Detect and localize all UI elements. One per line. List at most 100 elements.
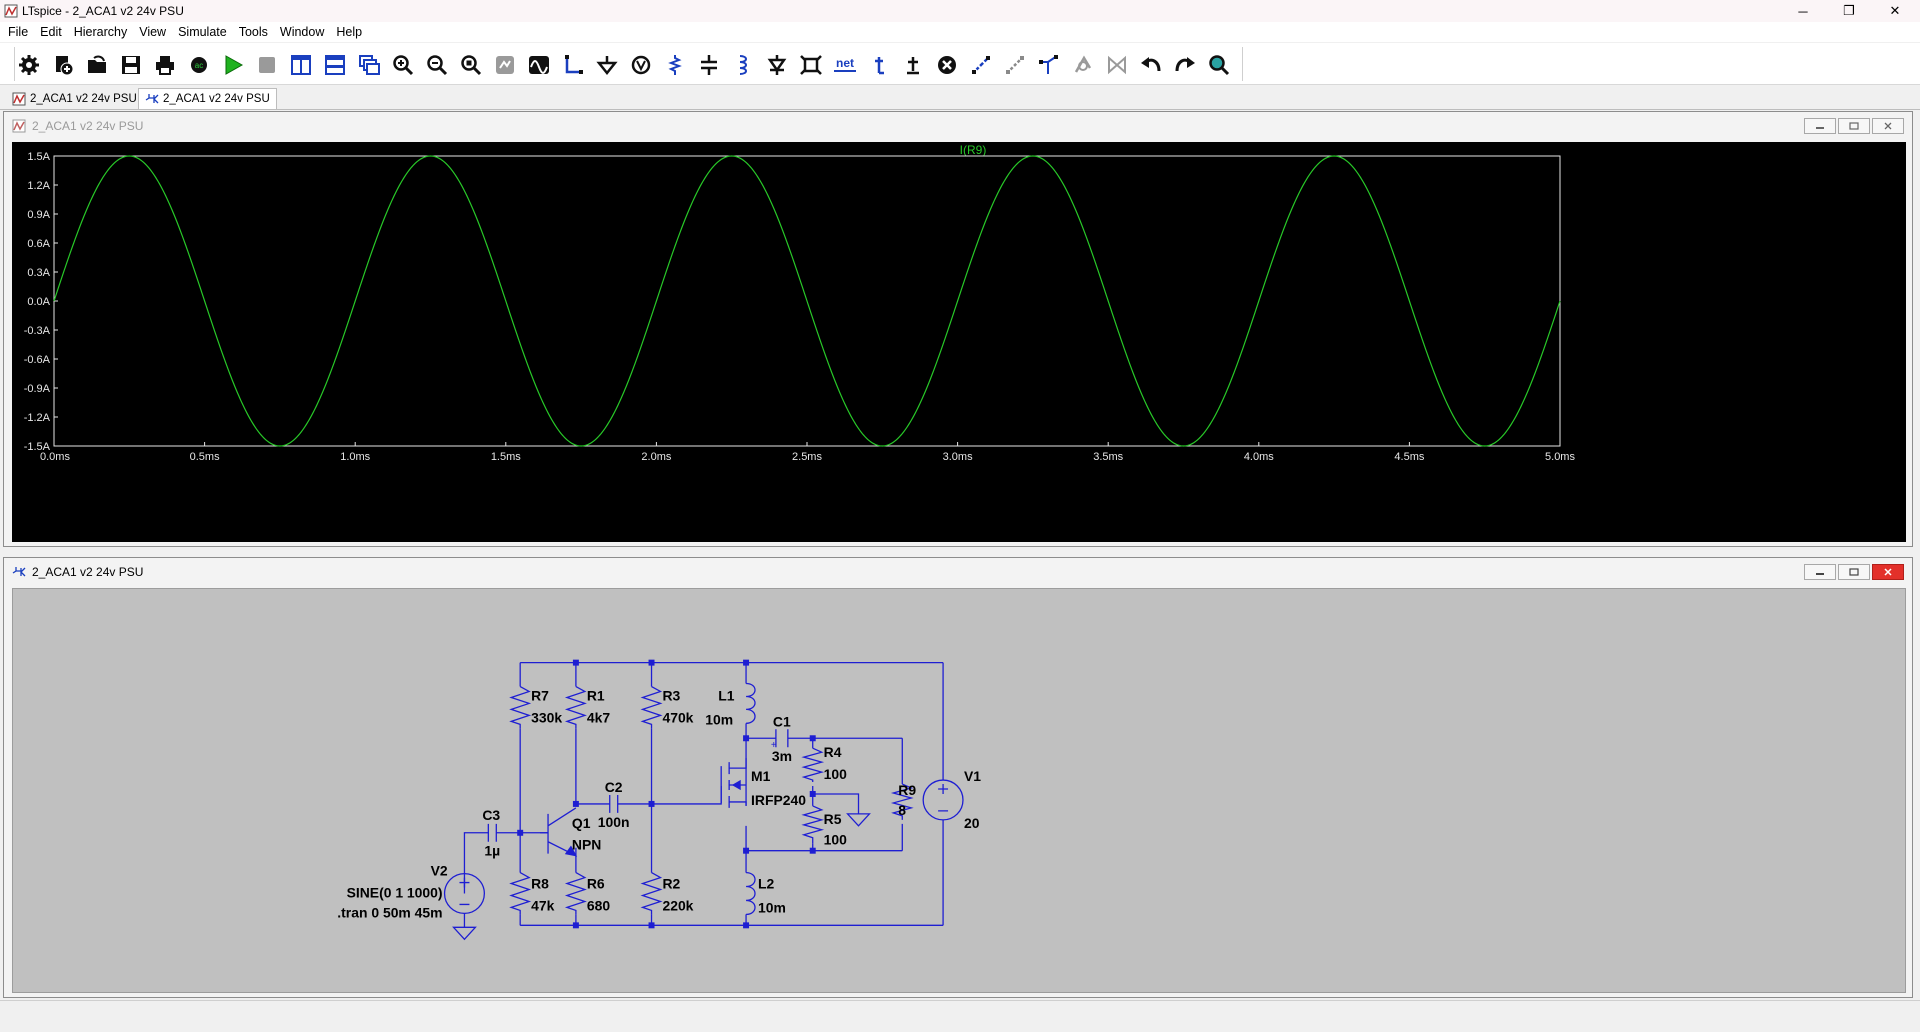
zoom-fit-button[interactable] [458,53,484,77]
ground-button[interactable] [594,53,620,77]
rotate-button[interactable] [1070,53,1096,77]
schematic-restore-button[interactable] [1838,564,1870,580]
minimize-button[interactable]: ─ [1780,0,1826,22]
label-Q1-ref: Q1 [572,815,591,831]
save-icon [122,56,140,74]
resistor-button[interactable] [662,53,688,77]
autorange-icon [496,56,514,74]
schematic-close-button[interactable] [1872,564,1904,580]
ltspice-app-icon [4,4,18,18]
capacitor-C1 [775,729,789,748]
menu-window[interactable]: Window [279,25,325,39]
ground-icon [596,56,618,76]
zoom-out-button[interactable] [424,53,450,77]
label-net-button[interactable] [628,53,654,77]
label-R7-value: 330k [531,709,562,725]
menu-tools[interactable]: Tools [238,25,268,39]
label-R7-ref: R7 [531,687,549,703]
trace-name-label[interactable]: I(R9) [960,143,987,157]
schematic-window[interactable]: 2_ACA1 v2 24v PSU [3,557,1913,998]
find-button[interactable] [1206,53,1232,77]
x-tick-label: 3.5ms [1093,451,1123,463]
schematic-minimize-button[interactable] [1804,564,1836,580]
waveform-close-button[interactable] [1872,118,1904,134]
drag-button[interactable] [1036,53,1062,77]
svg-text:net: net [836,56,854,70]
menu-edit[interactable]: Edit [40,25,62,39]
waveform-plot[interactable]: I(R9) 1.5A1.2A0.9A0.6A0.3A0.0A-0.3A-0.6A… [12,142,1906,542]
add-trace-button[interactable] [526,53,552,77]
menu-file[interactable]: File [8,25,29,39]
waveform-minimize-button[interactable] [1804,118,1836,134]
mirror-button[interactable] [1104,53,1130,77]
spice-directive-button[interactable] [900,53,926,77]
minimize-icon: ─ [1798,3,1808,19]
settings-button[interactable] [16,53,42,77]
delete-button[interactable] [934,53,960,77]
resistor-R5 [801,805,825,844]
close-button[interactable]: ✕ [1872,0,1918,22]
print-button[interactable] [152,53,178,77]
cascade-button[interactable] [356,53,382,77]
component-button[interactable] [798,53,824,77]
window-title: LTspice - 2_ACA1 v2 24v PSU [22,4,184,18]
menu-simulate[interactable]: Simulate [178,25,227,39]
menu-hierarchy[interactable]: Hierarchy [73,25,128,39]
spice-net-button[interactable]: net [832,53,858,77]
toolbar-grip [14,47,15,81]
schematic-canvas[interactable]: + [12,588,1906,993]
move-button[interactable] [1002,53,1028,77]
wires[interactable] [463,661,944,928]
title-bar: LTspice - 2_ACA1 v2 24v PSU ─ ❐ ✕ [0,0,1920,22]
new-schematic-button[interactable] [50,53,76,77]
x-tick-label: 2.0ms [641,451,671,463]
undo-button[interactable] [1138,53,1164,77]
tab-waveform[interactable]: 2_ACA1 v2 24v PSU [6,88,143,109]
mosfet-M1[interactable] [720,758,747,808]
directive-icon [907,57,919,75]
transistor-Q1[interactable] [540,807,578,857]
save-button[interactable] [118,53,144,77]
autorange-button[interactable] [492,53,518,77]
waveform-window-titlebar[interactable]: 2_ACA1 v2 24v PSU [4,112,1912,140]
text-button[interactable] [866,53,892,77]
tile-horizontal-button[interactable] [322,53,348,77]
mirror-icon [1108,55,1126,75]
control-panel-button[interactable]: ac [186,53,212,77]
toolbar-end-separator [1242,47,1243,81]
voltage-sources[interactable] [443,779,964,915]
diode-button[interactable] [764,53,790,77]
label-L2-ref: L2 [758,876,775,892]
capacitors[interactable]: + [487,729,789,842]
capacitor-C2 [609,794,619,813]
menu-help[interactable]: Help [336,25,363,39]
halt-button[interactable] [254,53,280,77]
tab-schematic[interactable]: 2_ACA1 v2 24v PSU [138,88,277,109]
restore-icon [1849,568,1859,576]
component-icon [800,55,822,75]
maximize-button[interactable]: ❐ [1826,0,1872,22]
x-tick-label: 4.0ms [1244,451,1274,463]
run-button[interactable] [220,53,246,77]
text-icon [875,57,884,75]
label-C2-ref: C2 [605,779,623,795]
inductors[interactable] [745,682,756,916]
capacitor-button[interactable] [696,53,722,77]
zoom-in-icon [393,55,414,76]
spice-directive[interactable]: .tran 0 50m 45m [337,904,442,920]
draw-wire-button[interactable] [560,53,586,77]
label-M1-ref: M1 [751,768,771,784]
zoom-in-button[interactable] [390,53,416,77]
tile-horizontal-icon [325,55,345,75]
redo-button[interactable] [1172,53,1198,77]
waveform-restore-button[interactable] [1838,118,1870,134]
resistors[interactable] [509,685,914,915]
schematic-window-titlebar[interactable]: 2_ACA1 v2 24v PSU [4,558,1912,586]
open-button[interactable] [84,53,110,77]
inductor-button[interactable] [730,53,756,77]
duplicate-button[interactable] [968,53,994,77]
menu-view[interactable]: View [139,25,167,39]
close-icon [1884,122,1892,130]
tile-vertical-button[interactable] [288,53,314,77]
